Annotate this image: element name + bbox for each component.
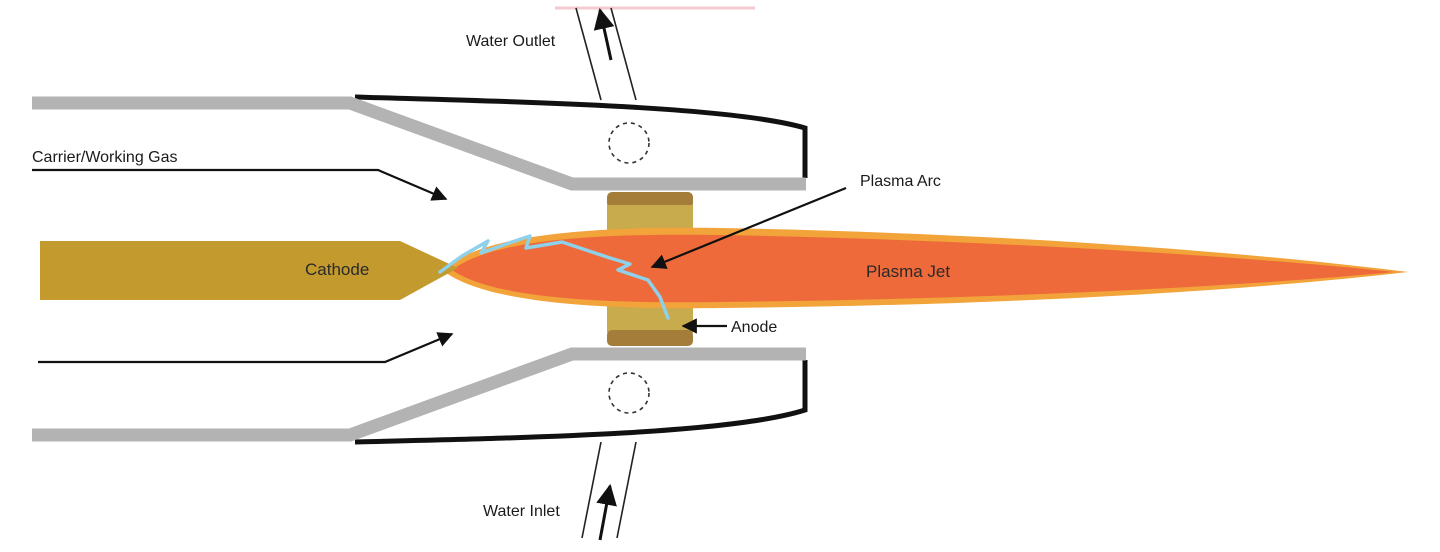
- plasma-arc-callout-arrow: [650, 186, 847, 269]
- carrier-gas-arrow-lower: [38, 332, 454, 364]
- water-outlet-label: Water Outlet: [466, 33, 556, 50]
- water-inlet-label: Water Inlet: [483, 503, 560, 520]
- plasma-jet-label: Plasma Jet: [866, 262, 950, 281]
- water-inlet-tube: [581, 441, 637, 539]
- water-inlet-arrow: [596, 483, 617, 541]
- carrier-gas-label: Carrier/Working Gas: [32, 149, 178, 166]
- water-outlet-arrow: [593, 7, 615, 61]
- cathode: [40, 241, 458, 300]
- cathode-label: Cathode: [305, 260, 369, 279]
- upper-water-jacket: [355, 97, 805, 178]
- upper-housing-outline: [354, 94, 808, 178]
- lower-housing-outline: [354, 360, 808, 445]
- plasma-arc-label: Plasma Arc: [860, 173, 941, 190]
- carrier-gas-arrow-upper: [32, 168, 448, 201]
- lower-inner-wall: [32, 347, 806, 442]
- upper-housing: [32, 94, 808, 191]
- anode-upper-band: [607, 192, 693, 208]
- lower-coolant-channel: [608, 372, 650, 414]
- upper-coolant-channel: [608, 122, 650, 164]
- water-outlet-tube: [575, 7, 637, 101]
- lower-housing: [32, 347, 808, 445]
- plasma-arc-bolt: [438, 234, 670, 320]
- upper-inner-wall: [32, 96, 806, 191]
- anode-label: Anode: [731, 319, 777, 336]
- anode-lower-band: [607, 330, 693, 346]
- lower-water-jacket: [355, 360, 805, 442]
